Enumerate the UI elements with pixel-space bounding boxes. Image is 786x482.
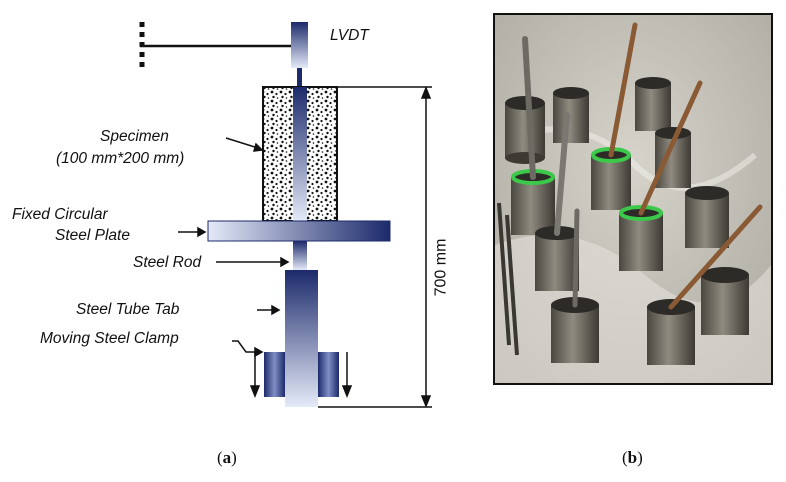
specimen-photo bbox=[493, 13, 773, 385]
steel-rod bbox=[293, 241, 307, 270]
rod-label: Steel Rod bbox=[133, 254, 202, 271]
pullout-test-schematic bbox=[139, 22, 432, 409]
rebars bbox=[522, 22, 763, 310]
lvdt-support bbox=[139, 22, 293, 70]
embedded-bar bbox=[293, 87, 307, 221]
loose-rods bbox=[497, 202, 519, 356]
specimen-size-label: (100 mm*200 mm) bbox=[56, 150, 185, 167]
specimen-label: Specimen bbox=[100, 128, 169, 145]
leader-arrows bbox=[178, 137, 290, 358]
height-label: 700 mm bbox=[432, 238, 450, 297]
fixed-steel-plate bbox=[207, 220, 391, 242]
plate-label-line1: Fixed Circular bbox=[12, 206, 108, 223]
caption-a: (a) bbox=[217, 448, 237, 467]
lvdt-stem bbox=[297, 68, 302, 88]
specimen-photo-illustration bbox=[495, 15, 771, 383]
clamp-right bbox=[318, 352, 339, 397]
steel-tube bbox=[285, 270, 318, 407]
caption-b: (b) bbox=[622, 448, 643, 467]
clamp-label: Moving Steel Clamp bbox=[40, 330, 179, 347]
load-arrow-left bbox=[249, 352, 261, 399]
lvdt-label: LVDT bbox=[330, 27, 369, 44]
caption-a-letter: a bbox=[222, 448, 232, 467]
plate-label-line2: Steel Plate bbox=[55, 227, 130, 244]
load-arrow-right bbox=[341, 352, 353, 399]
caption-b-letter: b bbox=[627, 448, 638, 467]
height-dimension bbox=[318, 85, 432, 409]
lvdt-body bbox=[291, 22, 308, 68]
clamp-left bbox=[264, 352, 285, 397]
tube-label: Steel Tube Tab bbox=[76, 301, 180, 318]
mold-cylinders bbox=[505, 77, 749, 365]
